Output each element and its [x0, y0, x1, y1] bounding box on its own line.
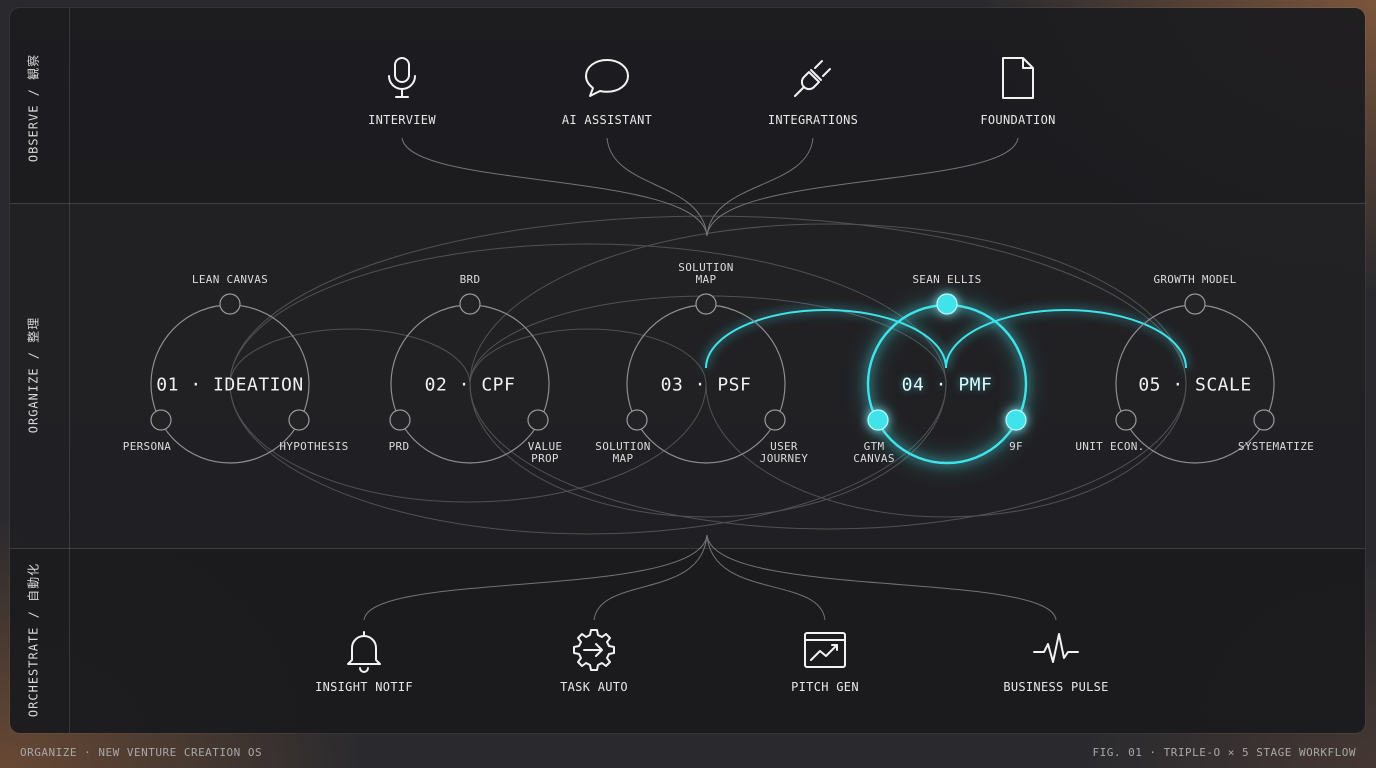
- node-solution-map[interactable]: [626, 409, 648, 431]
- footer-right-caption: FIG. 01 · TRIPLE-O × 5 STAGE WORKFLOW: [1092, 746, 1356, 759]
- plug-icon[interactable]: [789, 54, 837, 102]
- node-label-persona: PERSONA: [122, 440, 172, 453]
- orchestrate-label-insight-notif: INSIGHT NOTIF: [315, 680, 413, 694]
- orchestrate-connectors: [363, 534, 1057, 621]
- document-icon[interactable]: [994, 54, 1042, 102]
- node-growth-model[interactable]: [1184, 293, 1206, 315]
- node-9f[interactable]: [1005, 409, 1027, 431]
- speech-bubble-icon[interactable]: [583, 54, 631, 102]
- stage-title-pmf[interactable]: 04 · PMF: [901, 374, 993, 396]
- node-persona[interactable]: [150, 409, 172, 431]
- gear-arrow-icon[interactable]: [570, 626, 618, 674]
- observe-label-ai-assistant: AI ASSISTANT: [561, 113, 653, 127]
- node-label-systematize: SYSTEMATIZE: [1237, 440, 1315, 453]
- node-systematize[interactable]: [1253, 409, 1275, 431]
- active-arcs: [705, 309, 1187, 369]
- observe-label-foundation: FOUNDATION: [980, 113, 1056, 127]
- label-column-divider: [69, 8, 70, 733]
- node-sean-ellis[interactable]: [936, 293, 958, 315]
- node-label-brd: BRD: [459, 273, 481, 286]
- node-label-solution-map: SOLUTION MAP: [595, 440, 651, 465]
- node-hypothesis[interactable]: [288, 409, 310, 431]
- row-divider-top: [10, 203, 1365, 204]
- stage-title-psf[interactable]: 03 · PSF: [660, 374, 752, 396]
- orchestrate-label-task-auto: TASK AUTO: [560, 680, 628, 694]
- node-label-gtm-canvas: GTM CANVAS: [853, 440, 895, 465]
- stage-arcs: [229, 215, 1187, 535]
- orchestrate-label-business-pulse: BUSINESS PULSE: [1003, 680, 1109, 694]
- node-label-prd: PRD: [388, 440, 410, 453]
- node-lean-canvas[interactable]: [219, 293, 241, 315]
- stage-circles: [150, 293, 1275, 467]
- stage-title-ideation[interactable]: 01 · IDEATION: [156, 374, 304, 396]
- orchestrate-label-pitch-gen: PITCH GEN: [791, 680, 859, 694]
- node-unit-econ[interactable]: [1115, 409, 1137, 431]
- node-label-value-prop: VALUE PROP: [527, 440, 563, 465]
- node-label-solution-map-top: SOLUTION MAP: [678, 261, 734, 286]
- node-label-user-journey: USER JOURNEY: [759, 440, 809, 465]
- chart-window-icon[interactable]: [801, 626, 849, 674]
- node-label-unit-econ: UNIT ECON.: [1075, 440, 1145, 453]
- stage-title-scale[interactable]: 05 · SCALE: [1138, 374, 1252, 396]
- node-label-9f: 9F: [1009, 440, 1023, 453]
- microphone-icon[interactable]: [378, 54, 426, 102]
- observe-connectors: [401, 137, 1019, 237]
- row-divider-bottom: [10, 548, 1365, 549]
- stage-title-cpf[interactable]: 02 · CPF: [424, 374, 516, 396]
- node-label-sean-ellis: SEAN ELLIS: [912, 273, 982, 286]
- node-label-growth-model: GROWTH MODEL: [1153, 273, 1237, 286]
- node-user-journey[interactable]: [764, 409, 786, 431]
- node-solution-map-top[interactable]: [695, 293, 717, 315]
- bell-icon[interactable]: [340, 626, 388, 674]
- observe-label-interview: INTERVIEW: [368, 113, 436, 127]
- footer-left-caption: ORGANIZE · NEW VENTURE CREATION OS: [20, 746, 263, 759]
- node-brd[interactable]: [459, 293, 481, 315]
- pulse-icon[interactable]: [1032, 626, 1080, 674]
- node-label-hypothesis: HYPOTHESIS: [279, 440, 349, 453]
- node-gtm-canvas[interactable]: [867, 409, 889, 431]
- observe-label-integrations: INTEGRATIONS: [767, 113, 859, 127]
- node-label-lean-canvas: LEAN CANVAS: [191, 273, 269, 286]
- workflow-panel: [10, 8, 1365, 733]
- node-value-prop[interactable]: [527, 409, 549, 431]
- node-prd[interactable]: [389, 409, 411, 431]
